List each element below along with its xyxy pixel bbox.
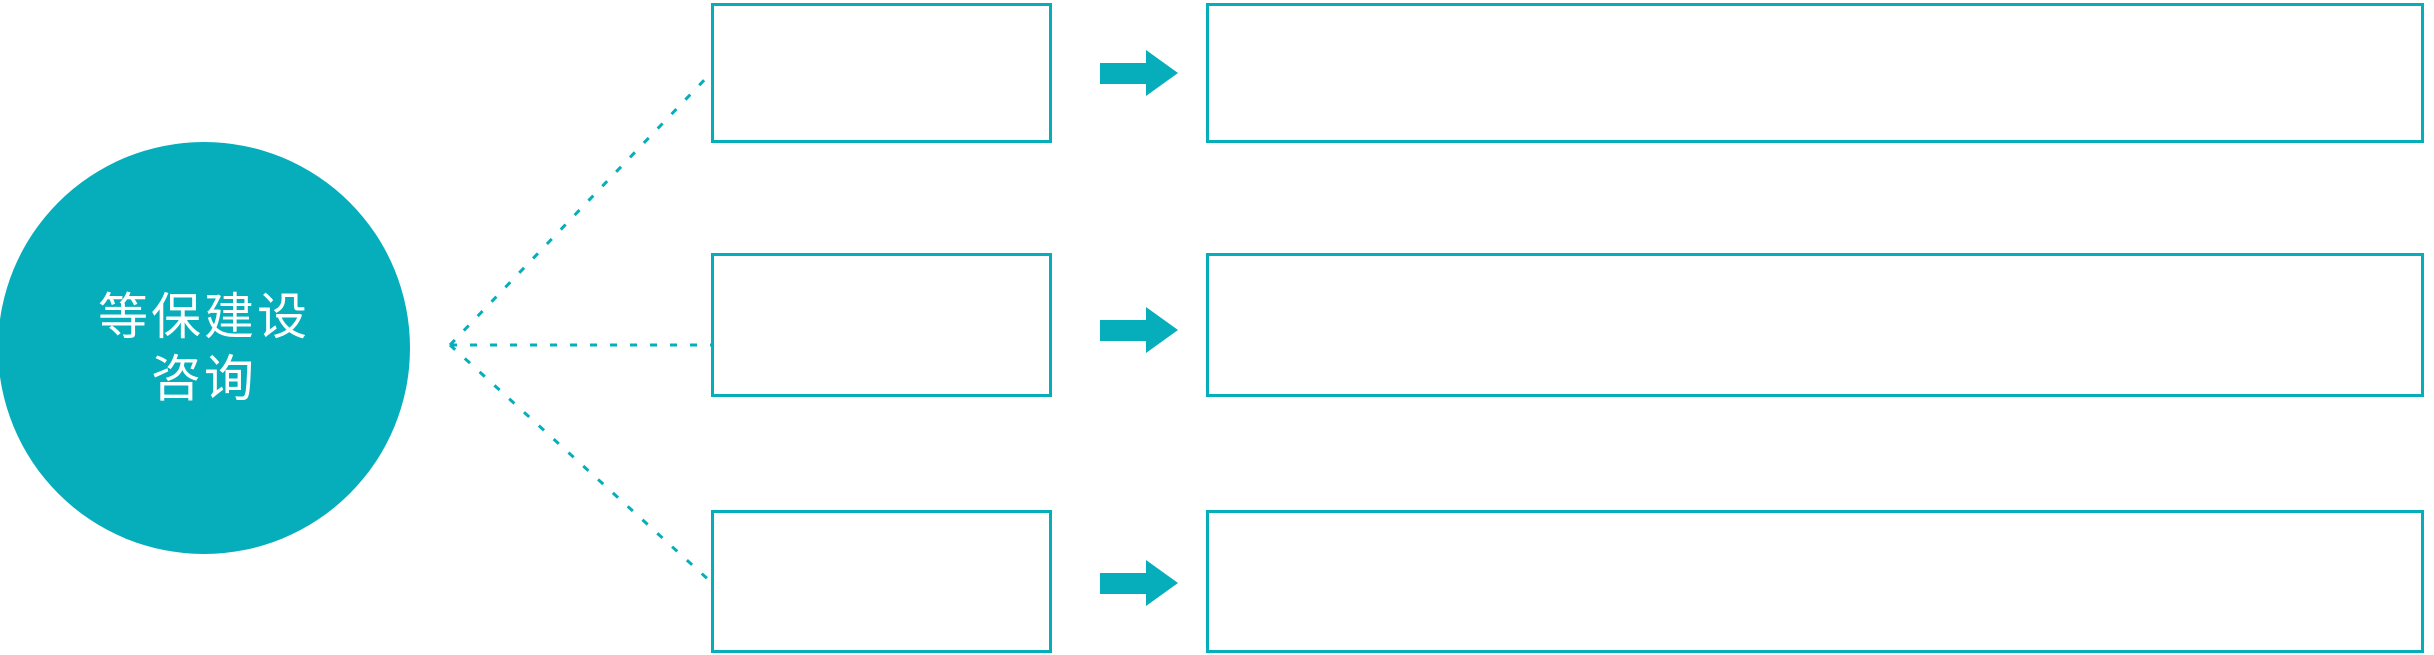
detail-box-1[interactable]: [1206, 3, 2424, 143]
arrow-head: [1146, 50, 1178, 96]
arrow-shaft: [1100, 573, 1150, 594]
stage-box-3[interactable]: [711, 510, 1052, 653]
arrow-shaft: [1100, 320, 1150, 341]
right-arrow-icon: [1100, 307, 1178, 353]
hub-title-line-1: 等保建设: [98, 288, 310, 345]
hub-circle[interactable]: 等保建设 咨询: [0, 142, 410, 554]
hub-title-line-2: 咨询: [151, 351, 257, 407]
detail-box-2[interactable]: [1206, 253, 2424, 397]
stage-box-2[interactable]: [711, 253, 1052, 397]
arrow-shaft: [1100, 63, 1150, 84]
connector-line-3: [448, 343, 713, 584]
right-arrow-icon: [1100, 560, 1178, 606]
detail-box-3[interactable]: [1206, 510, 2424, 653]
arrow-head: [1146, 560, 1178, 606]
arrow-head: [1146, 307, 1178, 353]
stage-box-1[interactable]: [711, 3, 1052, 143]
right-arrow-icon: [1100, 50, 1178, 96]
connector-line-1: [448, 71, 713, 347]
